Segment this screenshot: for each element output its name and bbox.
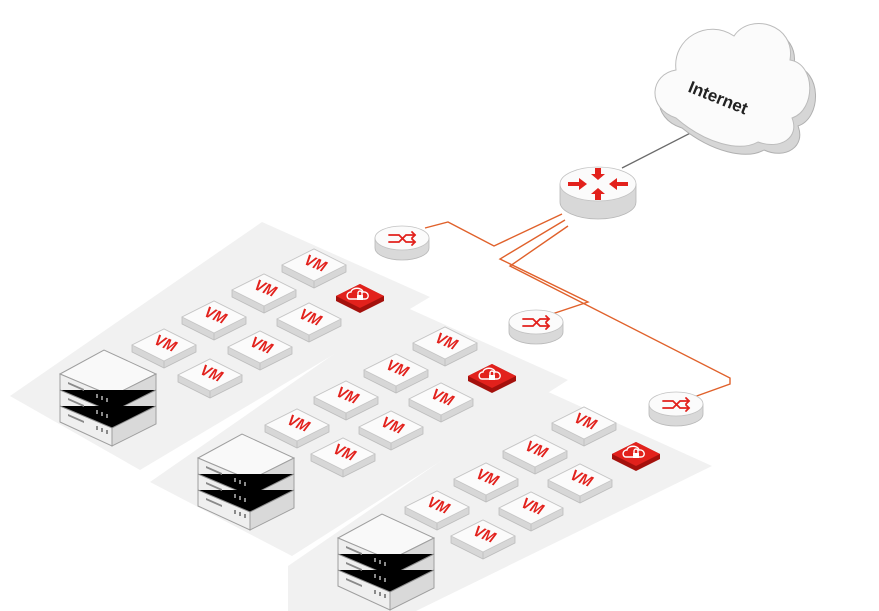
vm-tile[interactable]: VM bbox=[131, 328, 197, 369]
cluster-3: VM VM VM VM VM VM VM bbox=[337, 406, 661, 611]
switch-icon[interactable] bbox=[508, 309, 564, 345]
vm-tile[interactable]: VM bbox=[404, 490, 470, 531]
vm-tile[interactable]: VM bbox=[231, 273, 297, 314]
link-switch-2 bbox=[498, 219, 590, 319]
vm-tile[interactable]: VM bbox=[313, 380, 379, 421]
vm-tile[interactable]: VM bbox=[358, 410, 424, 451]
vm-tile[interactable]: VM bbox=[498, 491, 564, 532]
vm-tile[interactable]: VM bbox=[412, 326, 478, 367]
vm-tile[interactable]: VM bbox=[363, 353, 429, 394]
switch-icon[interactable] bbox=[374, 225, 430, 261]
link-switch-1 bbox=[424, 213, 563, 247]
router-icon[interactable] bbox=[559, 166, 637, 220]
network-links bbox=[424, 121, 731, 403]
link-switch-3 bbox=[508, 225, 731, 403]
vm-tile[interactable]: VM bbox=[551, 406, 617, 447]
vm-tile[interactable]: VM bbox=[177, 358, 243, 399]
vm-tile[interactable]: VM bbox=[227, 330, 293, 371]
vm-tile[interactable]: VM bbox=[276, 302, 342, 343]
cluster-1: VM VM VM VM VM VM VM bbox=[59, 248, 385, 447]
vm-tile[interactable]: VM bbox=[408, 382, 474, 423]
vm-tile[interactable]: VM bbox=[453, 462, 519, 503]
cloud-icon[interactable]: Internet bbox=[654, 23, 816, 155]
vm-tile[interactable]: VM bbox=[310, 437, 376, 478]
vm-tile[interactable]: VM bbox=[502, 434, 568, 475]
cluster-2: VM VM VM VM VM VM VM bbox=[197, 326, 517, 531]
switch-icon[interactable] bbox=[648, 391, 704, 427]
vm-tile[interactable]: VM bbox=[281, 248, 347, 289]
vm-tile[interactable]: VM bbox=[181, 300, 247, 341]
vm-tile[interactable]: VM bbox=[450, 519, 516, 560]
vm-tile[interactable]: VM bbox=[264, 408, 330, 449]
vm-tile[interactable]: VM bbox=[547, 463, 613, 504]
